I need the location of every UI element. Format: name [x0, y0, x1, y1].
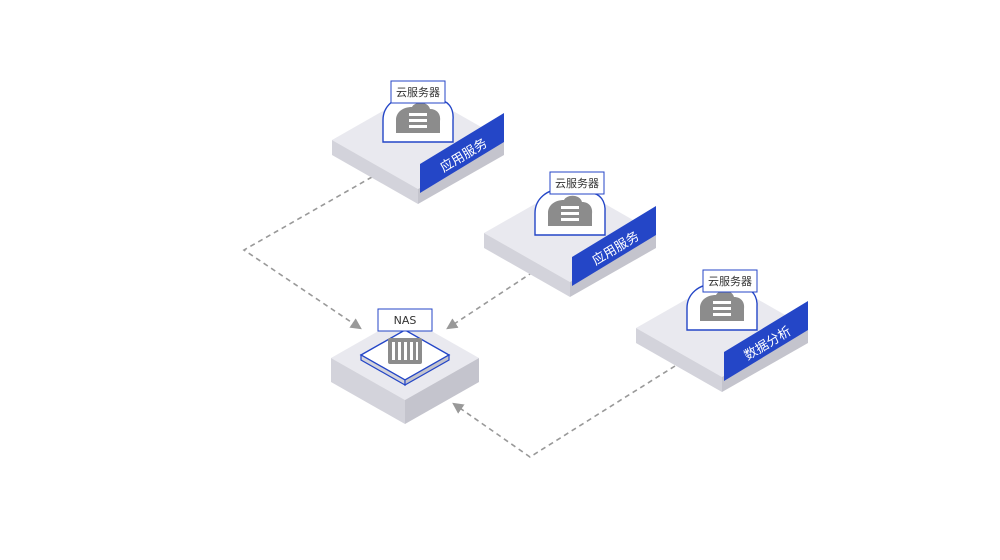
cloud-server-icon — [534, 182, 606, 236]
node-tag: 云服务器 — [390, 80, 446, 104]
node-cloud-server-analytics[interactable]: 数据分析 云服务器 — [636, 269, 808, 392]
edge-app1-to-nas — [242, 176, 373, 330]
node-tag: NAS — [377, 308, 433, 332]
node-tag-label: 云服务器 — [555, 177, 599, 190]
node-tag: 云服务器 — [549, 171, 605, 195]
node-tag-label: NAS — [394, 314, 417, 327]
node-tag-label: 云服务器 — [396, 86, 440, 99]
node-cloud-server-app-2[interactable]: 应用服务 云服务器 — [484, 171, 656, 297]
node-cloud-server-app-1[interactable]: 应用服务 云服务器 — [332, 80, 504, 204]
node-tag: 云服务器 — [702, 269, 758, 293]
edge-analytics-to-nas — [452, 365, 676, 458]
connectors — [242, 176, 676, 458]
nas-storage-icon — [359, 329, 451, 387]
node-nas[interactable]: NAS — [331, 308, 479, 424]
edge-app2-to-nas — [446, 271, 534, 330]
node-tag-label: 云服务器 — [708, 275, 752, 288]
